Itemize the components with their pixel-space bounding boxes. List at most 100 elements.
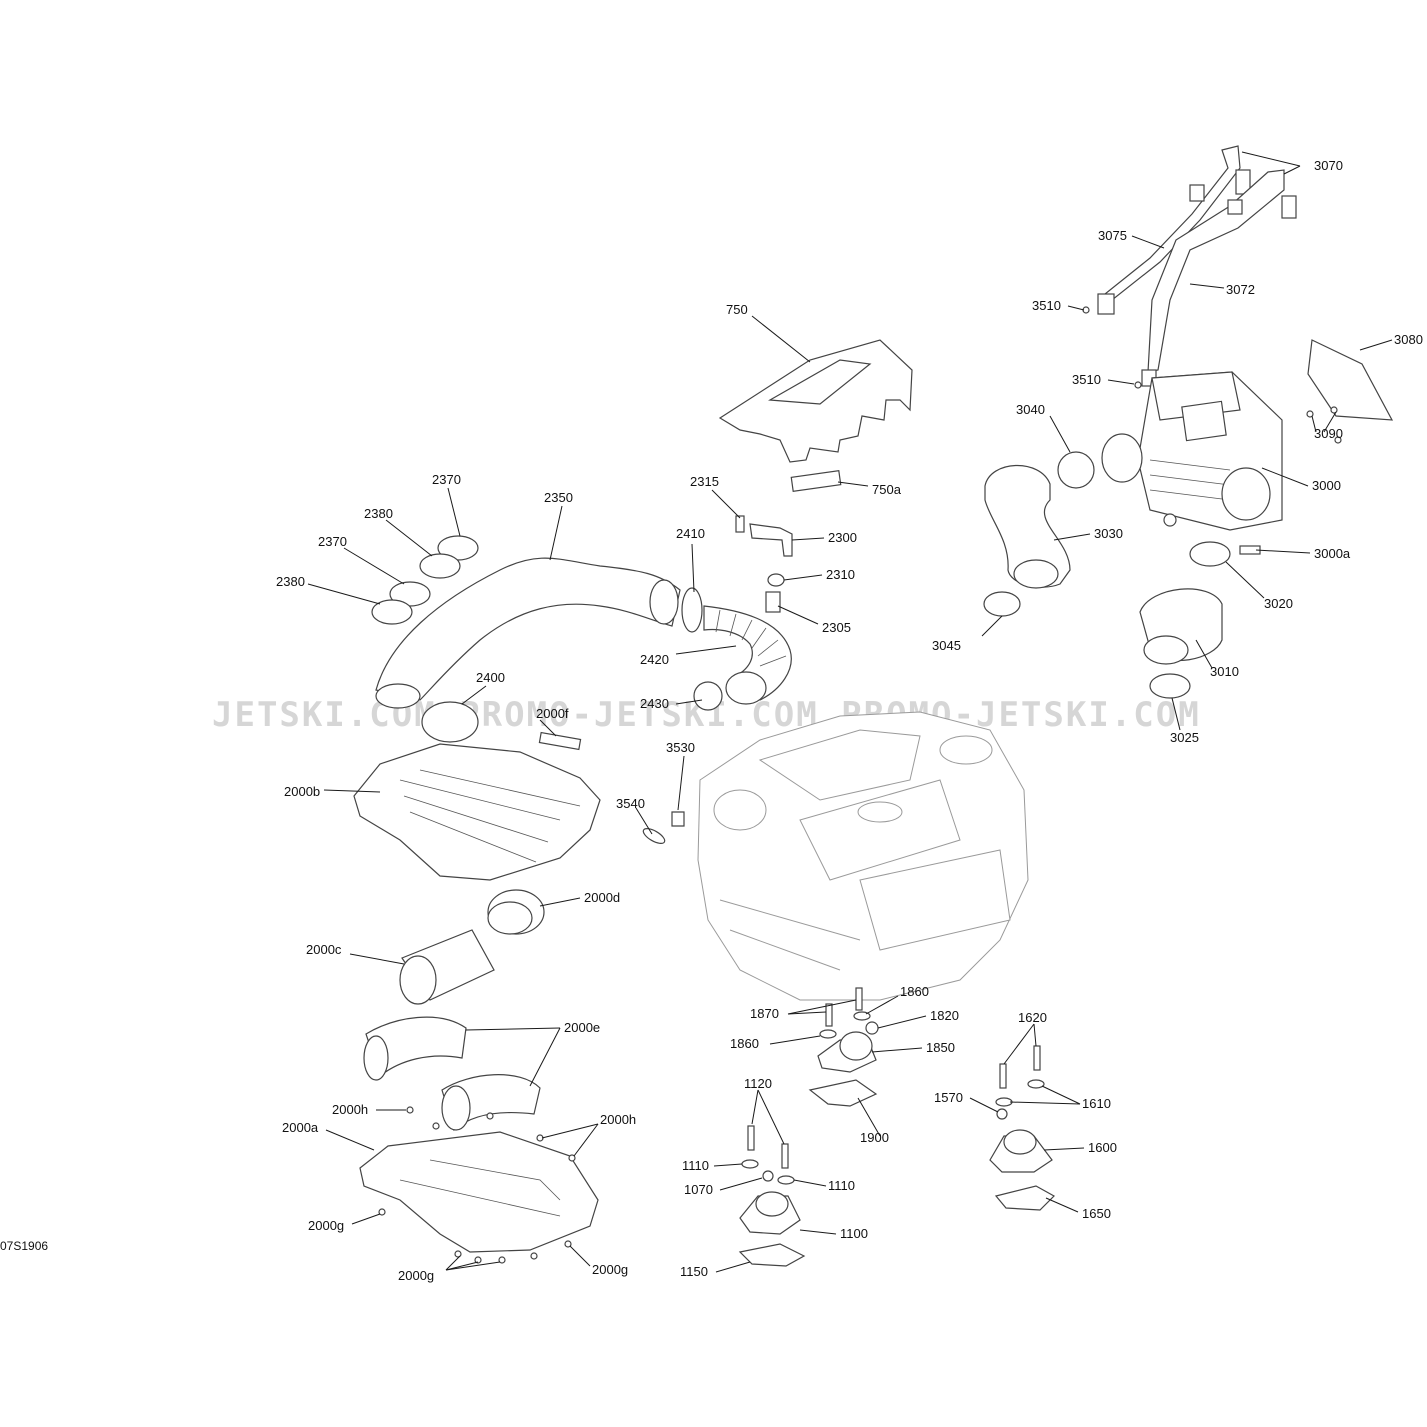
callout-3000: 3000 bbox=[1312, 478, 1341, 493]
callout-1860-a: 1860 bbox=[900, 984, 929, 999]
callout-3075: 3075 bbox=[1098, 228, 1127, 243]
callout-3510-a: 3510 bbox=[1032, 298, 1061, 313]
screw-2000h-b bbox=[432, 1122, 440, 1130]
tube-2000c bbox=[399, 929, 495, 1005]
callout-2305: 2305 bbox=[822, 620, 851, 635]
callout-1100: 1100 bbox=[840, 1226, 868, 1241]
callout-3000a: 3000a bbox=[1314, 546, 1351, 561]
callout-2300: 2300 bbox=[828, 530, 857, 545]
callout-2310: 2310 bbox=[826, 567, 855, 582]
callout-2380-a: 2380 bbox=[364, 506, 393, 521]
intake-tube-2350 bbox=[375, 557, 681, 709]
callout-2000g-a: 2000g bbox=[308, 1218, 344, 1233]
washer-1110-a bbox=[741, 1159, 759, 1169]
bolt-1870-a bbox=[825, 1003, 833, 1027]
strap-right-3072 bbox=[1141, 169, 1297, 387]
nut-1820 bbox=[865, 1021, 879, 1035]
callout-1110-b: 1110 bbox=[828, 1178, 855, 1193]
clamp-2310 bbox=[767, 573, 785, 587]
callout-1150: 1150 bbox=[680, 1264, 708, 1279]
callout-2000b: 2000b bbox=[284, 784, 320, 799]
ring-2380-a bbox=[419, 553, 461, 579]
airbox-cover-2000b bbox=[353, 743, 601, 881]
screw-2000g-a bbox=[378, 1208, 386, 1216]
shroud-3080 bbox=[1307, 339, 1394, 421]
clamp-3040 bbox=[1057, 451, 1095, 489]
callout-2315: 2315 bbox=[690, 474, 719, 489]
clamp-3025 bbox=[1149, 673, 1191, 699]
airbox-base-2000a bbox=[359, 1131, 599, 1253]
callout-2000a: 2000a bbox=[282, 1120, 319, 1135]
mount-1850 bbox=[817, 1031, 877, 1073]
callout-2380-b: 2380 bbox=[276, 574, 305, 589]
leader-lines bbox=[307, 151, 1393, 1273]
intercooler-3000 bbox=[1101, 371, 1283, 531]
callout-2000c: 2000c bbox=[306, 942, 342, 957]
callout-3090: 3090 bbox=[1314, 426, 1343, 441]
reference-code: 07S1906 bbox=[0, 1239, 48, 1253]
callout-2000h-a: 2000h bbox=[332, 1102, 368, 1117]
callout-3540: 3540 bbox=[616, 796, 645, 811]
pad-750a bbox=[790, 470, 842, 492]
screw-2000g-d bbox=[498, 1256, 506, 1264]
callout-1850: 1850 bbox=[926, 1040, 955, 1055]
callout-3010: 3010 bbox=[1210, 664, 1239, 679]
bolt-1120-b bbox=[781, 1143, 789, 1169]
hose-2000e-b bbox=[441, 1074, 541, 1132]
callout-2410: 2410 bbox=[676, 526, 705, 541]
callout-750a: 750a bbox=[872, 482, 902, 497]
callout-1610: 1610 bbox=[1082, 1096, 1111, 1111]
screw-2000g-f bbox=[564, 1240, 572, 1248]
clip-3530 bbox=[671, 811, 685, 827]
callout-3025: 3025 bbox=[1170, 730, 1199, 745]
callout-1110-a: 1110 bbox=[682, 1158, 709, 1173]
mount-1100 bbox=[739, 1191, 801, 1235]
callout-3030: 3030 bbox=[1094, 526, 1123, 541]
callout-2400: 2400 bbox=[476, 670, 505, 685]
hose-3030 bbox=[984, 464, 1071, 588]
screw-3090-a bbox=[1306, 410, 1314, 418]
clamp-2410 bbox=[681, 587, 703, 633]
callout-1900: 1900 bbox=[860, 1130, 889, 1145]
nut-1570 bbox=[996, 1108, 1008, 1120]
callout-1070: 1070 bbox=[684, 1182, 713, 1197]
callout-1860-b: 1860 bbox=[730, 1036, 759, 1051]
bellows-2420 bbox=[703, 605, 792, 705]
callout-1120: 1120 bbox=[744, 1076, 772, 1091]
callout-2350: 2350 bbox=[544, 490, 573, 505]
screw-2000g-e bbox=[530, 1252, 538, 1260]
callout-1570: 1570 bbox=[934, 1090, 963, 1105]
gasket-2000f bbox=[538, 731, 582, 751]
washer-1610-b bbox=[1027, 1079, 1045, 1089]
callout-3510-b: 3510 bbox=[1072, 372, 1101, 387]
screw-2000h-e bbox=[568, 1154, 576, 1162]
clamp-2400 bbox=[421, 701, 479, 743]
plate-1150 bbox=[738, 1243, 806, 1267]
clamp-3045 bbox=[983, 591, 1021, 617]
screw-3090-b bbox=[1330, 406, 1338, 414]
callout-1650: 1650 bbox=[1082, 1206, 1111, 1221]
nut-1070 bbox=[762, 1170, 774, 1182]
bolt-1620-a bbox=[999, 1063, 1007, 1089]
callout-2000g-b: 2000g bbox=[398, 1268, 434, 1283]
callout-1820: 1820 bbox=[930, 1008, 959, 1023]
elbow-2300 bbox=[749, 523, 793, 557]
bolt-1620-b bbox=[1033, 1045, 1041, 1071]
hose-2000e-a bbox=[363, 1016, 467, 1081]
mount-1600 bbox=[989, 1129, 1053, 1173]
callout-2420: 2420 bbox=[640, 652, 669, 667]
bolt-1870-b bbox=[855, 987, 863, 1011]
callout-2370-b: 2370 bbox=[318, 534, 347, 549]
clamp-3020 bbox=[1189, 541, 1231, 567]
plate-1900 bbox=[808, 1079, 878, 1107]
callout-750: 750 bbox=[726, 302, 748, 317]
callout-3072: 3072 bbox=[1226, 282, 1255, 297]
ring-2380-b bbox=[371, 599, 413, 625]
callout-1870: 1870 bbox=[750, 1006, 779, 1021]
clamp-2430 bbox=[693, 681, 723, 711]
screw-2000h-c bbox=[486, 1112, 494, 1120]
callout-2000e: 2000e bbox=[564, 1020, 600, 1035]
callout-2370-a: 2370 bbox=[432, 472, 461, 487]
screw-2000h-a bbox=[406, 1106, 414, 1114]
